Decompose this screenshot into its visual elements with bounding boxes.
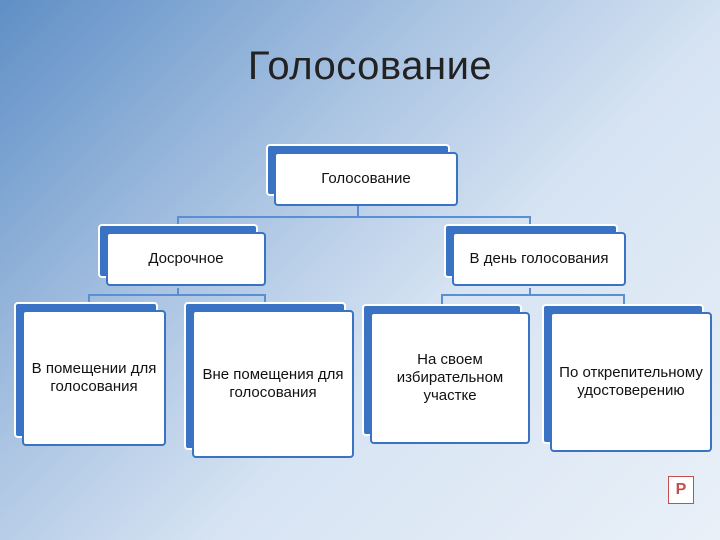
- node-election-day-label: В день голосования: [452, 232, 626, 286]
- node-election-day: В день голосования: [444, 224, 628, 290]
- connector-early-down: [177, 288, 179, 296]
- connector-day-down: [529, 288, 531, 296]
- connector-to-absentee: [623, 294, 625, 304]
- node-root: Голосование: [266, 144, 460, 208]
- connector-to-own-precinct: [441, 294, 443, 304]
- node-early-label: Досрочное: [106, 232, 266, 286]
- node-outside-premises-label: Вне помещения для голосования: [192, 310, 354, 458]
- node-in-premises-label: В помещении для голосования: [22, 310, 166, 446]
- node-own-precinct-label: На своем избирательном участке: [370, 312, 530, 444]
- connector-to-early: [177, 216, 179, 228]
- connector-to-in-premises: [88, 294, 90, 304]
- connector-day-bar: [441, 294, 625, 296]
- powerpoint-file-icon: P: [668, 476, 694, 504]
- connector-to-election-day: [529, 216, 531, 228]
- slide-title: Голосование: [247, 44, 493, 88]
- connector-to-outside-premises: [264, 294, 266, 304]
- connector-root-down: [357, 206, 359, 218]
- node-root-label: Голосование: [274, 152, 458, 206]
- connector-level1-bar: [177, 216, 531, 218]
- node-own-precinct: На своем избирательном участке: [362, 304, 532, 448]
- node-absentee-label: По открепительному удостоверению: [550, 312, 712, 452]
- node-early: Досрочное: [98, 224, 268, 290]
- powerpoint-glyph: P: [675, 481, 687, 498]
- connector-early-bar: [88, 294, 266, 296]
- node-absentee: По открепительному удостоверению: [542, 304, 714, 456]
- node-outside-premises: Вне помещения для голосования: [184, 302, 356, 462]
- node-in-premises: В помещении для голосования: [14, 302, 168, 450]
